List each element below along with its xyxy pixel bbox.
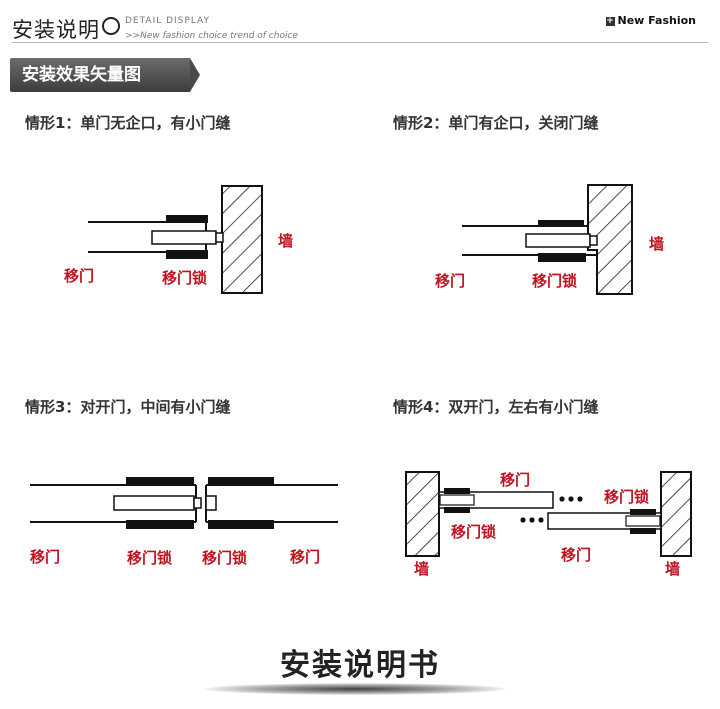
case2-diagram bbox=[462, 184, 633, 295]
case1-diagram bbox=[88, 185, 263, 294]
case4-wall-right bbox=[660, 471, 692, 557]
case4-label-door-top: 移门 bbox=[500, 471, 531, 489]
case4-label-wall-left: 墙 bbox=[414, 560, 430, 578]
case1-lock-tip bbox=[215, 232, 224, 243]
case3-diagram bbox=[30, 477, 338, 529]
case2-lock-bottom-plate bbox=[538, 253, 586, 262]
case1-lock-body bbox=[151, 230, 217, 245]
case1-title: 情形1：单门无企口，有小门缝 bbox=[25, 114, 231, 132]
case3-label-lock-left: 移门锁 bbox=[127, 549, 173, 567]
case1-lock-top-plate bbox=[166, 215, 208, 223]
case2-lock-tip bbox=[589, 235, 598, 246]
case3-label-lock-right: 移门锁 bbox=[202, 549, 248, 567]
plus-square-icon: + bbox=[605, 16, 615, 26]
header-subtitle-line1: DETAIL DISPLAY bbox=[125, 16, 211, 26]
header-subtitle-line2: >>New fashion choice trend of choice bbox=[125, 31, 298, 41]
case1-wall bbox=[221, 185, 263, 294]
case4-label-wall-right: 墙 bbox=[665, 560, 681, 578]
case2-label-door: 移门 bbox=[435, 272, 466, 290]
header-right-label: New Fashion bbox=[617, 14, 697, 27]
header-title: 安装说明 bbox=[12, 18, 100, 42]
footer-shadow bbox=[205, 683, 505, 695]
case4-diagram bbox=[405, 471, 692, 557]
section-banner: 安装效果矢量图 bbox=[10, 58, 200, 92]
case1-label-door: 移门 bbox=[64, 267, 95, 285]
case2-label-lock: 移门锁 bbox=[532, 272, 578, 290]
case4-label-lock-right: 移门锁 bbox=[604, 488, 650, 506]
header-right-badge: +New Fashion bbox=[605, 14, 697, 27]
case4-wall-left bbox=[405, 471, 440, 557]
case2-label-wall: 墙 bbox=[649, 235, 665, 253]
case2-lock-body bbox=[525, 233, 591, 248]
case2-lock-top-plate bbox=[538, 220, 584, 227]
case4-label-door-bottom: 移门 bbox=[561, 546, 592, 564]
case1-lock-bottom-plate bbox=[166, 250, 208, 259]
case1-label-lock: 移门锁 bbox=[162, 269, 208, 287]
case1-label-wall: 墙 bbox=[278, 232, 294, 250]
case4-title: 情形4：双开门，左右有小门缝 bbox=[393, 398, 599, 416]
header-divider bbox=[12, 42, 708, 43]
circle-arrow-icon bbox=[102, 17, 120, 35]
case3-label-door-right: 移门 bbox=[290, 548, 321, 566]
case2-title: 情形2：单门有企口，关闭门缝 bbox=[393, 114, 599, 132]
case3-lock-body bbox=[113, 495, 195, 511]
case3-label-door-left: 移门 bbox=[30, 548, 61, 566]
case2-wall bbox=[587, 184, 633, 295]
case3-title: 情形3：对开门，中间有小门缝 bbox=[25, 398, 231, 416]
case4-label-lock-left: 移门锁 bbox=[451, 523, 497, 541]
footer-title: 安装说明书 bbox=[280, 648, 440, 683]
